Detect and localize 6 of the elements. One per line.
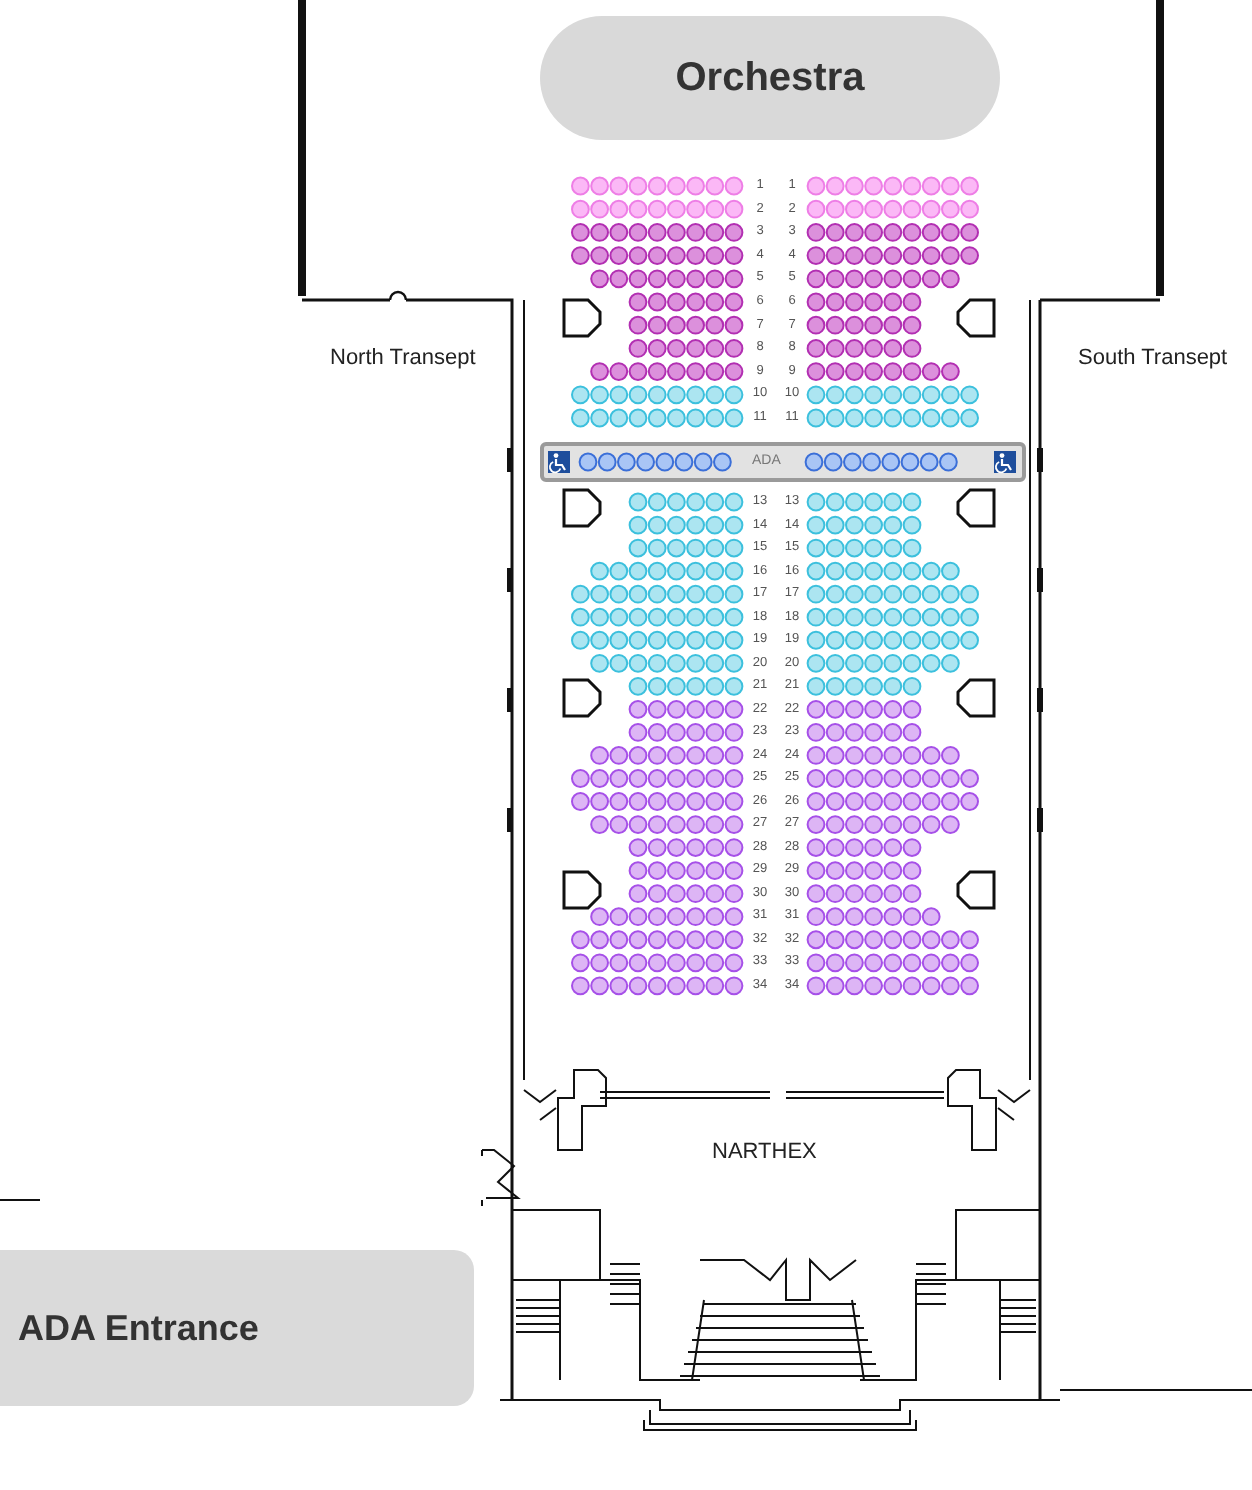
ada-seating-row xyxy=(540,442,1026,482)
room-label: NARTHEX xyxy=(712,1140,817,1164)
area-label: South Transept xyxy=(1078,346,1228,370)
area-label: North Transept xyxy=(330,346,476,370)
ada-entrance-area: ADA Entrance xyxy=(0,1250,474,1406)
orchestra-area: Orchestra xyxy=(540,16,1000,140)
